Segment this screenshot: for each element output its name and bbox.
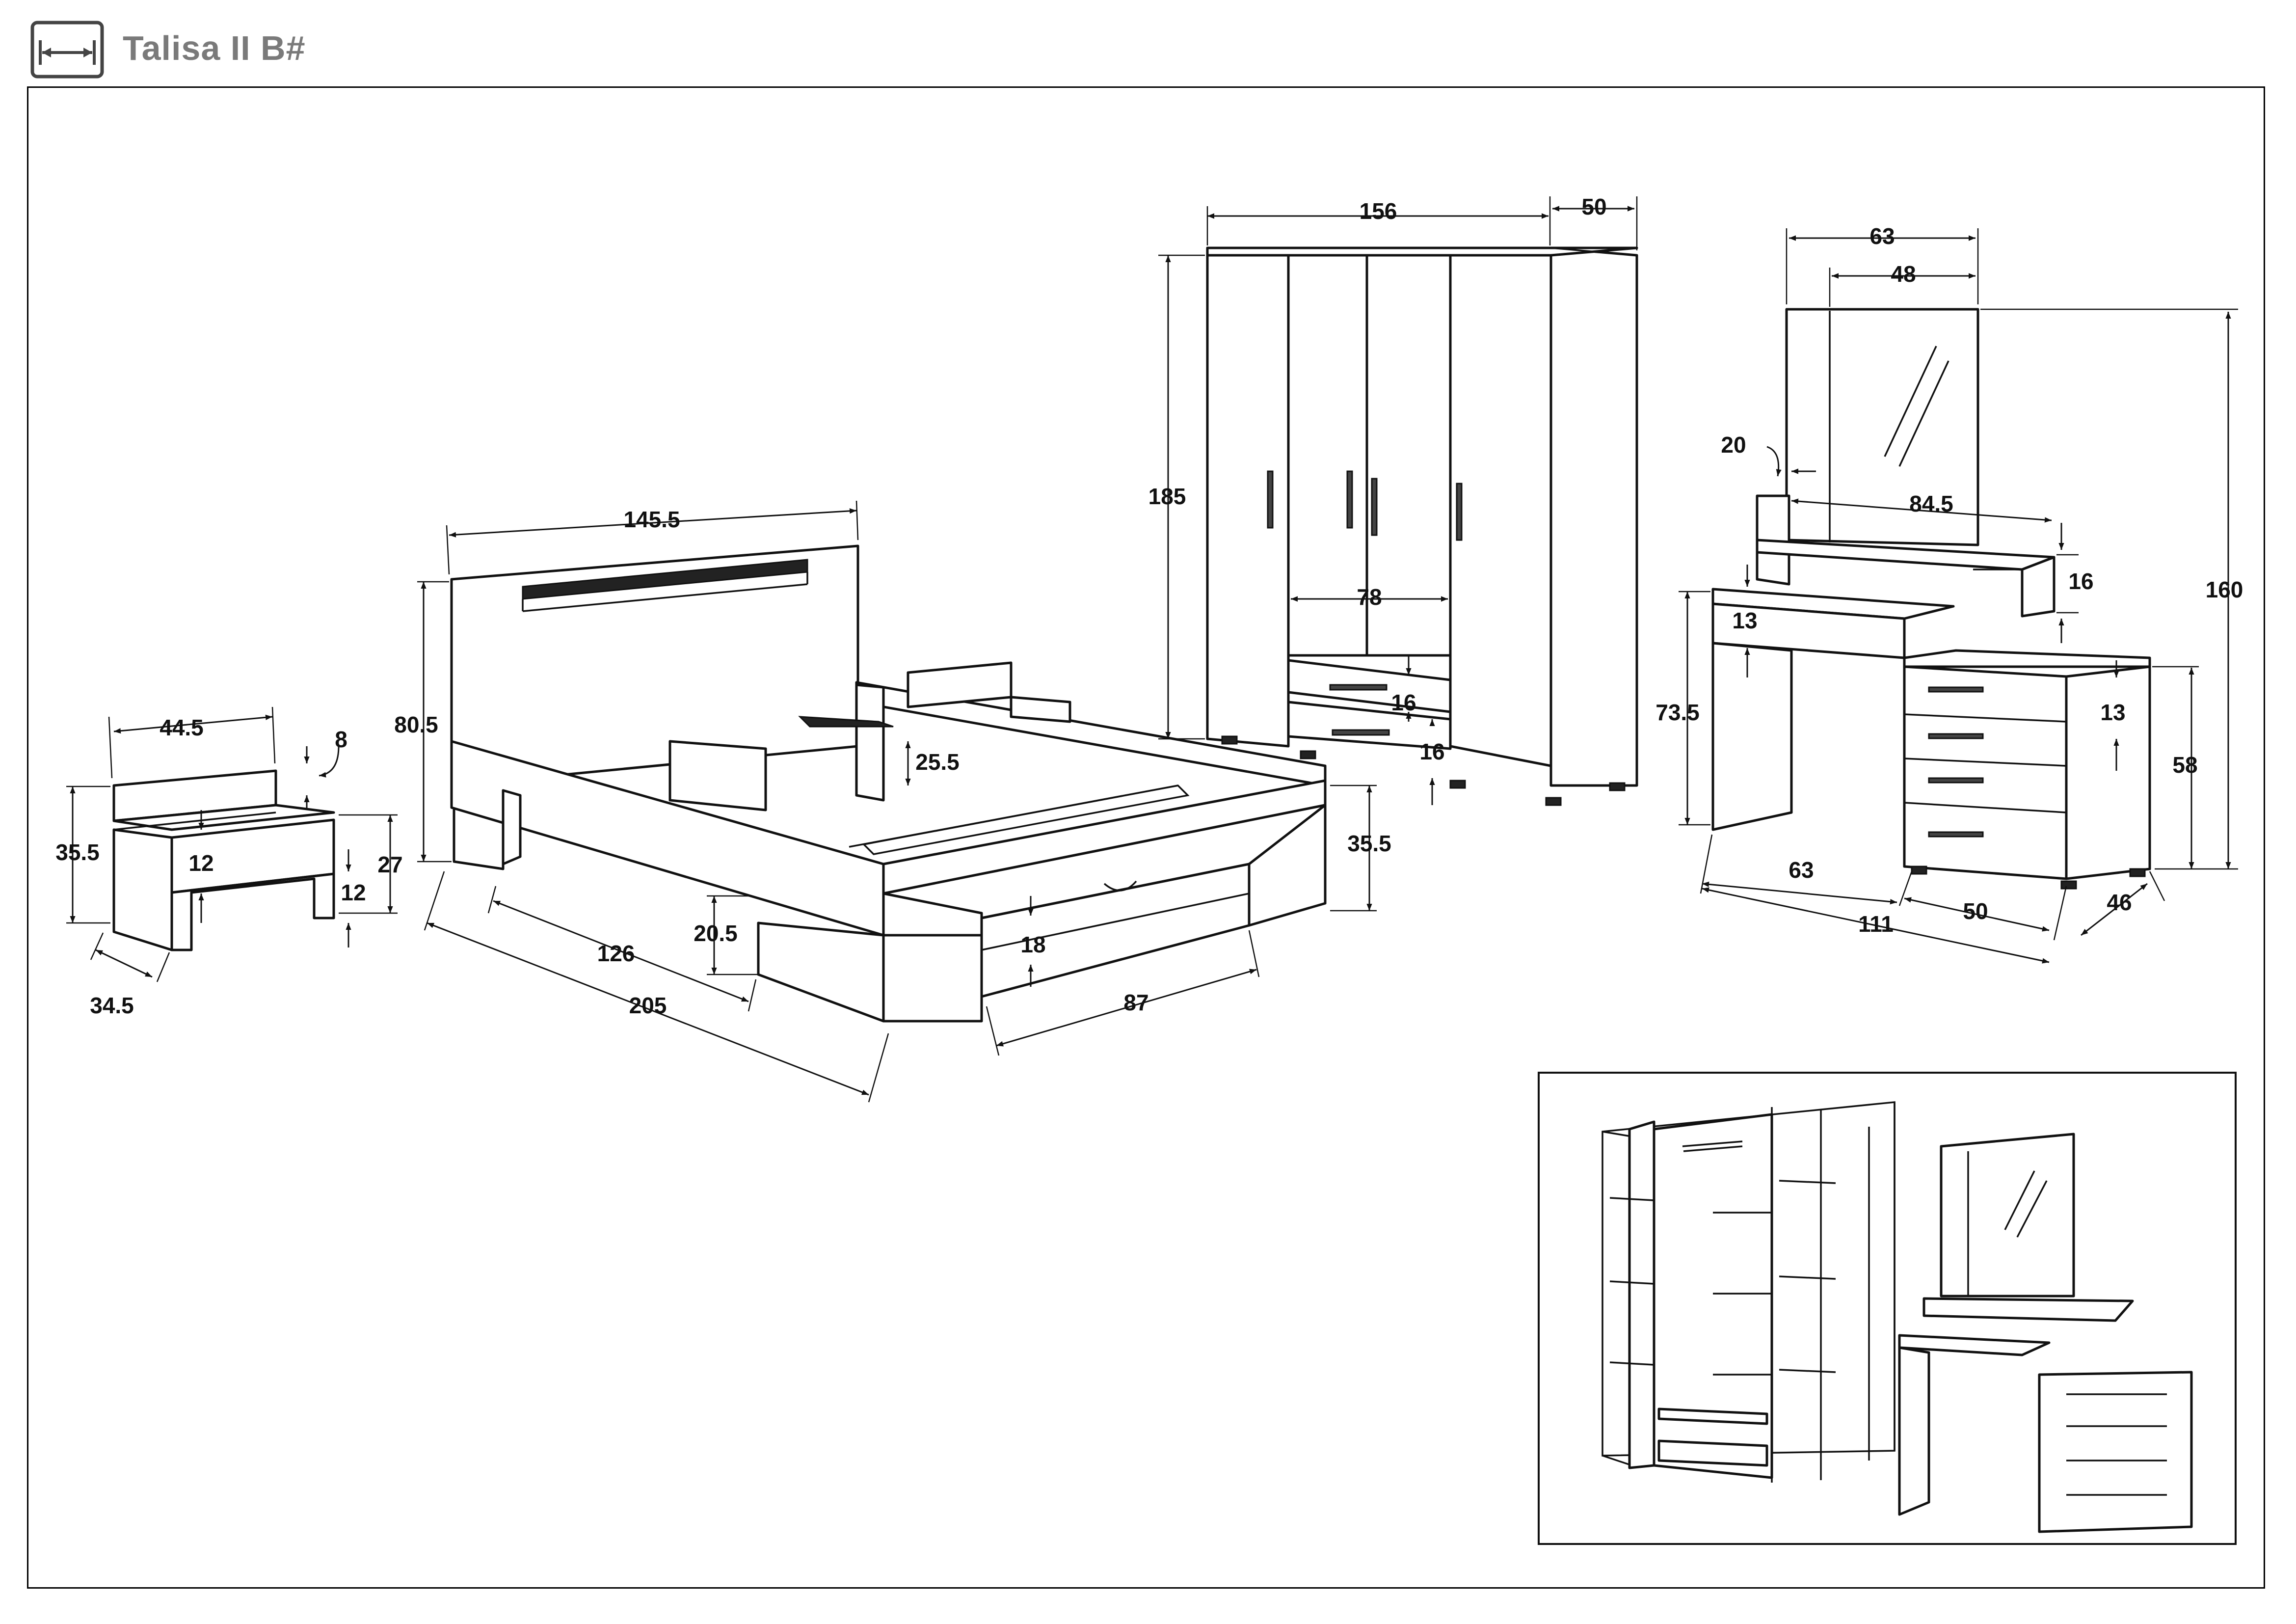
dressing-table-top-drawer-label: 13 <box>1732 608 1757 633</box>
dressing-table-mirror-gap-label: 20 <box>1721 432 1746 458</box>
wardrobe-height-label: 185 <box>1148 484 1186 509</box>
dressing-table-shelf-width-label: 84.5 <box>1909 491 1953 516</box>
wardrobe-dimensions: 156 50 185 78 16 16 <box>1148 194 1638 805</box>
sheet-title: Talisa II B# <box>123 29 306 67</box>
dressing-table-total-width-label: 111 <box>1858 911 1894 937</box>
bed-length-label: 205 <box>629 993 667 1018</box>
dressing-table-chest-drawer-label: 13 <box>2100 700 2125 725</box>
nightstand-drawing <box>112 769 335 951</box>
bed-head-offset-label: 25.5 <box>915 749 960 775</box>
wardrobe-drawer-top-label: 16 <box>1391 690 1416 715</box>
bed-drawer-height-label: 20.5 <box>694 920 738 946</box>
nightstand-side-height-label: 27 <box>377 852 402 877</box>
nightstand-dimensions: 44.5 8 35.5 12 27 12 34.5 <box>55 706 403 1018</box>
wardrobe-drawer-bottom-label: 16 <box>1419 739 1444 764</box>
inset-interior-view <box>1538 1072 2237 1545</box>
dressing-table-chest-side-label: 46 <box>2107 890 2132 915</box>
dressing-table-drawing <box>1711 308 2151 890</box>
dressing-table-chest-height-label: 58 <box>2172 752 2197 778</box>
wardrobe-inner-width-label: 78 <box>1357 584 1382 610</box>
wardrobe-drawing <box>1206 246 1638 806</box>
dressing-table-desk-width-label: 63 <box>1789 857 1814 883</box>
bed-drawer-front-label: 18 <box>1020 932 1045 957</box>
dressing-table-chest-depth-label: 50 <box>1963 898 1988 924</box>
bed-inner-length-label: 126 <box>597 941 635 966</box>
bed-width-label: 145.5 <box>623 507 680 532</box>
bed-drawing <box>450 544 1327 1023</box>
nightstand-depth-label: 34.5 <box>90 993 134 1018</box>
dressing-table-dimensions: 63 48 20 84.5 16 160 13 73.5 13 58 <box>1655 223 2243 964</box>
bed-frame-height-label: 35.5 <box>1347 831 1391 856</box>
bed-dimensions: 145.5 80.5 25.5 126 205 35.5 20.5 18 87 <box>394 500 1391 1103</box>
dressing-table-shelf-height-label: 16 <box>2068 568 2093 594</box>
dressing-table-height-label: 73.5 <box>1655 700 1700 725</box>
dressing-table-mirror-inner-label: 48 <box>1891 261 1916 287</box>
wardrobe-width-label: 156 <box>1360 198 1397 224</box>
header: Talisa II B# <box>0 0 2296 83</box>
dimension-arrows-icon <box>30 21 104 79</box>
nightstand-shelf-gap-label: 12 <box>188 850 214 876</box>
nightstand-back-height-label: 8 <box>335 727 347 752</box>
dressing-table-total-height-label: 160 <box>2206 577 2243 602</box>
nightstand-leg-height-label: 12 <box>341 880 366 905</box>
drawing-frame <box>27 86 2265 1589</box>
wardrobe-depth-label: 50 <box>1581 194 1606 219</box>
dressing-table-mirror-width-label: 63 <box>1869 223 1895 249</box>
nightstand-height-label: 35.5 <box>55 839 100 865</box>
bed-drawer-width-label: 87 <box>1123 990 1148 1015</box>
nightstand-width-label: 44.5 <box>160 715 204 740</box>
bed-headboard-height-label: 80.5 <box>394 712 438 737</box>
